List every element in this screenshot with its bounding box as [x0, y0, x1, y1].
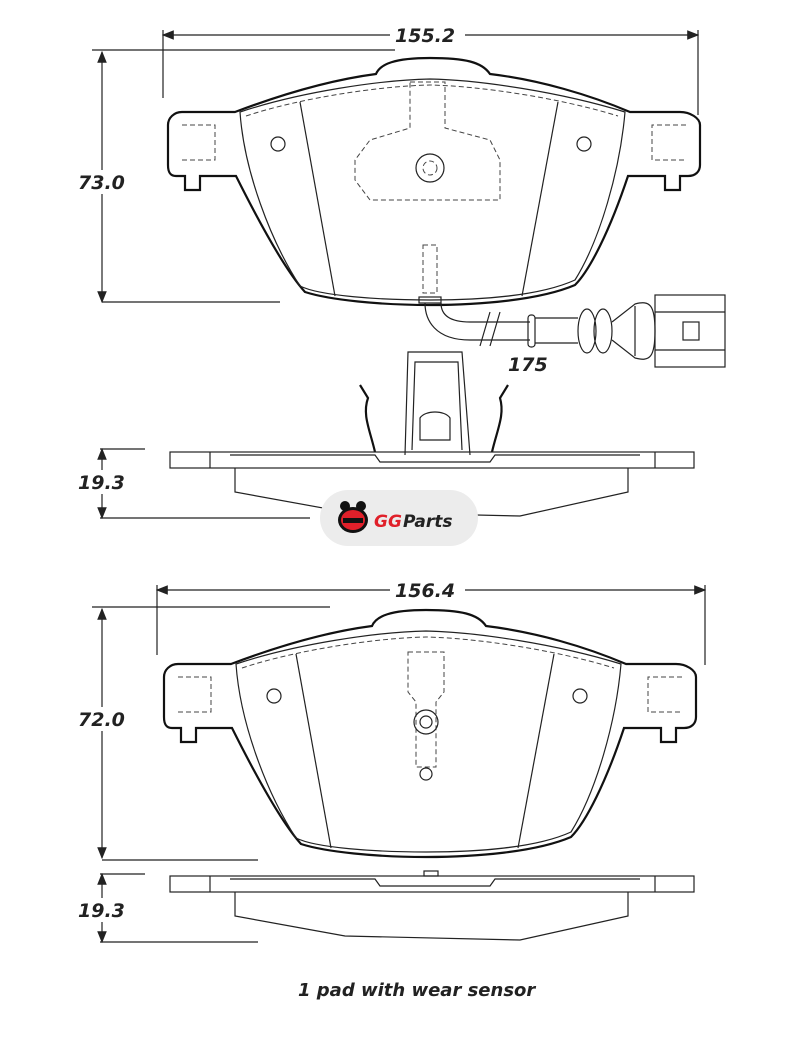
caption: 1 pad with wear sensor — [298, 980, 536, 1001]
sensor-length-label: 175 — [508, 354, 548, 376]
bottom-thickness-label: 19.3 — [78, 900, 125, 922]
top-thickness-label: 19.3 — [78, 472, 125, 494]
logo-parts: Parts — [403, 512, 452, 532]
bottom-width-dimension: 156.4 — [92, 577, 707, 665]
top-width-dimension: 155.2 — [92, 22, 700, 115]
bottom-pad — [162, 608, 698, 859]
top-height-dimension: 73.0 — [75, 50, 280, 304]
mascot-icon — [338, 501, 368, 533]
logo-gg: GG — [374, 512, 402, 532]
wear-sensor-wire — [418, 294, 726, 368]
bottom-pad-side-view — [169, 870, 695, 941]
top-thickness-dimension: 19.3 — [75, 447, 310, 520]
top-width-label: 155.2 — [395, 25, 455, 47]
bottom-thickness-dimension: 19.3 — [75, 872, 258, 944]
ggparts-watermark-logo: GG Parts — [320, 490, 478, 546]
top-pad-with-sensor: 175 — [166, 56, 726, 376]
bottom-height-label: 72.0 — [78, 709, 125, 731]
bottom-width-label: 156.4 — [395, 580, 455, 602]
sensor-mount-outline — [354, 81, 501, 294]
top-pad-side-view — [169, 351, 695, 517]
top-height-label: 73.0 — [78, 172, 125, 194]
bottom-height-dimension: 72.0 — [75, 607, 258, 861]
